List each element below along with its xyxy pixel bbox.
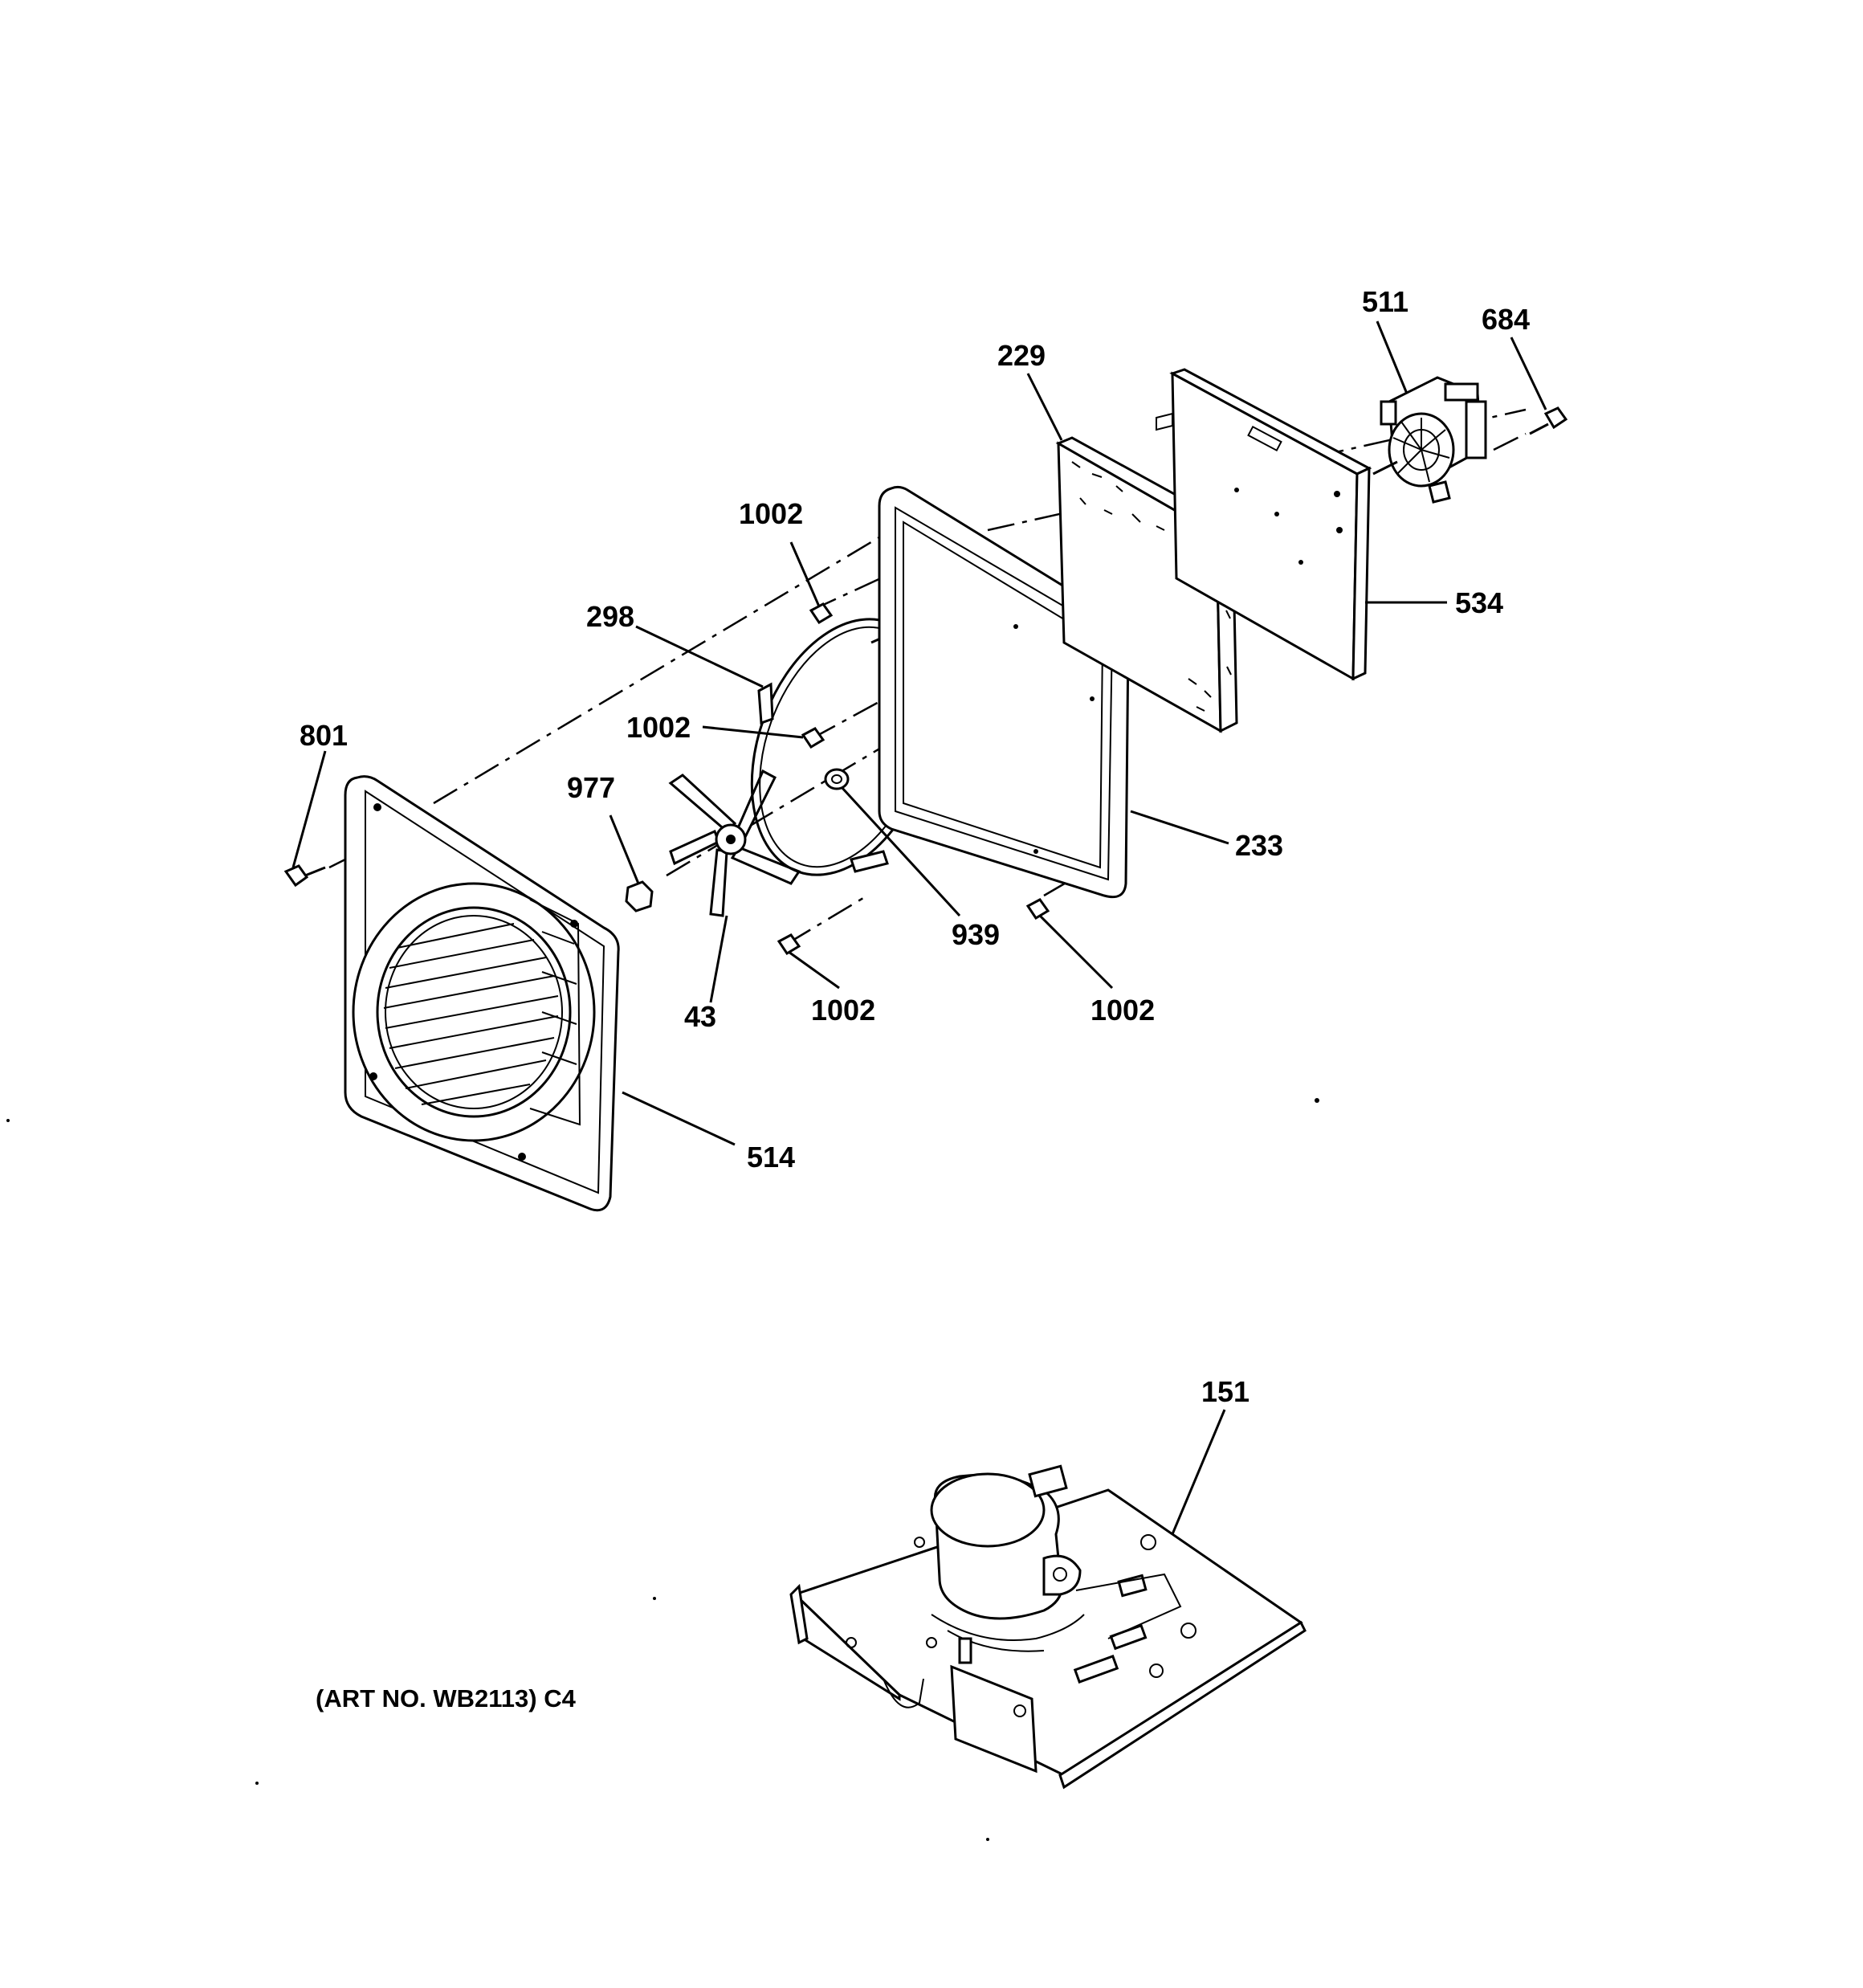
fan-blade-43 [668,769,801,917]
screw-1002-bottom-left [777,933,801,956]
callout-229: 229 [997,339,1046,372]
callout-801: 801 [300,719,348,752]
fan-cover-514 [344,775,620,1212]
motor-fins [1392,418,1450,483]
callout-43: 43 [684,1000,716,1033]
screw-684 [1529,406,1568,435]
scan-specks [6,1098,1319,1841]
callout-1002-bottom-right: 1002 [1090,994,1155,1027]
screw-1002-top [809,602,834,625]
callout-534: 534 [1455,586,1503,619]
callout-233: 233 [1235,829,1283,862]
callout-977: 977 [567,771,615,804]
callout-1002-mid: 1002 [626,711,691,744]
screw-801 [283,864,326,888]
callout-1002-top: 1002 [739,497,803,530]
callout-1002-bottom-left: 1002 [811,994,875,1027]
art-number-caption: (ART NO. WB2113) C4 [316,1684,577,1712]
callout-939: 939 [952,918,1000,951]
callout-151: 151 [1201,1375,1249,1408]
fan-motor-511 [1372,376,1487,504]
grille-slots [383,923,559,1105]
mounting-plate-534 [1156,368,1372,681]
nut-977 [625,880,654,912]
screw-1002-bottom-right [1025,898,1050,921]
washer-939 [824,768,850,790]
callout-labels: 511 684 229 1002 534 298 1002 801 977 23… [300,285,1530,1712]
callout-514: 514 [747,1141,795,1174]
screw-1002-mid [801,727,826,749]
bracket-assembly-151 [789,1464,1307,1790]
callout-684: 684 [1482,303,1530,336]
callout-298: 298 [586,600,634,633]
callout-511: 511 [1362,285,1408,318]
leader-lines [291,320,1547,1535]
